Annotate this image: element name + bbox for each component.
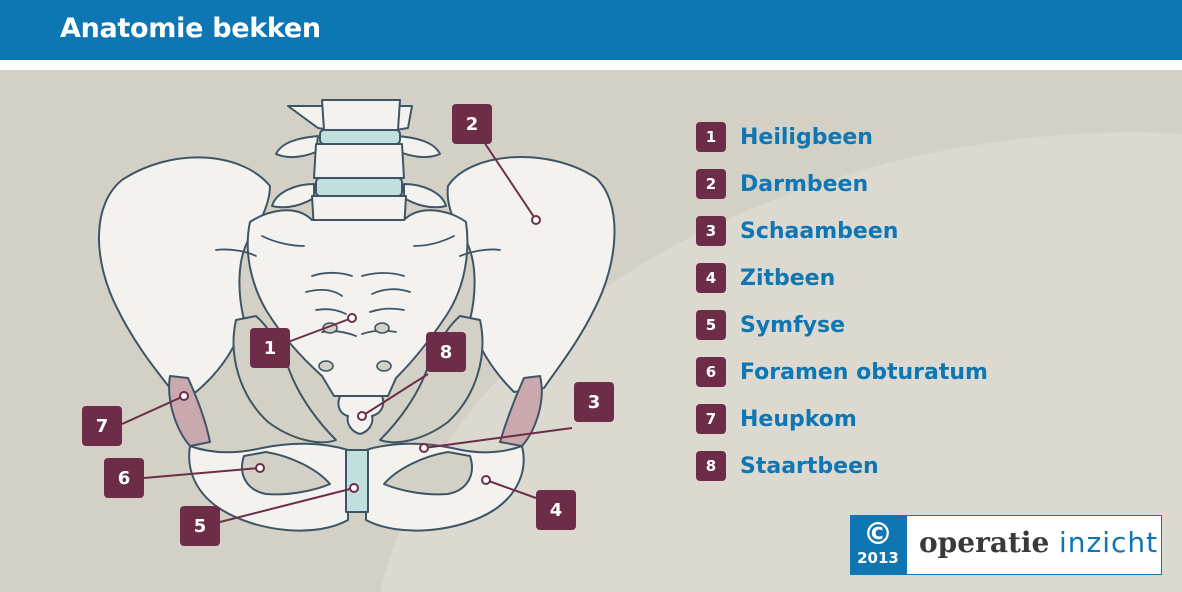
copyright-badge: © 2013 (850, 515, 906, 575)
header-divider (0, 60, 1182, 70)
legend-label: Symfyse (740, 312, 846, 338)
left-obturator-foramen (241, 451, 331, 496)
marker-4: 4 (536, 490, 576, 530)
copyright-icon: © (863, 517, 893, 552)
marker-5: 5 (180, 506, 220, 546)
background-swoosh (380, 132, 1182, 592)
marker-1: 1 (250, 328, 290, 368)
marker-2: 2 (452, 104, 492, 144)
copyright-year: 2013 (857, 549, 899, 567)
legend-label: Heupkom (740, 406, 857, 432)
leader-5 (219, 487, 355, 523)
legend-item: 4 Zitbeen (696, 263, 835, 293)
brand-light: inzicht (1059, 526, 1159, 559)
legend-item: 8 Staartbeen (696, 451, 879, 481)
pin-3 (419, 443, 429, 453)
legend-number: 4 (696, 263, 726, 293)
leader-8 (361, 373, 429, 417)
legend-label: Darmbeen (740, 171, 869, 197)
legend-item: 7 Heupkom (696, 404, 857, 434)
legend-item: 3 Schaambeen (696, 216, 898, 246)
legend-number: 8 (696, 451, 726, 481)
legend-item: 5 Symfyse (696, 310, 845, 340)
leader-6 (143, 467, 261, 479)
header-bar: Anatomie bekken (0, 0, 1182, 60)
legend-number: 6 (696, 357, 726, 387)
pin-1 (347, 313, 357, 323)
leader-2 (483, 141, 537, 221)
marker-7: 7 (82, 406, 122, 446)
pin-6 (255, 463, 265, 473)
right-obturator-foramen (383, 451, 473, 496)
pin-7 (179, 391, 189, 401)
legend-label: Schaambeen (740, 218, 899, 244)
right-acetabulum (499, 375, 543, 447)
pin-2 (531, 215, 541, 225)
pin-4 (481, 475, 491, 485)
leader-1 (287, 317, 353, 343)
operatieinzicht-logo: © 2013 operatie inzicht (850, 515, 1162, 575)
legend-number: 5 (696, 310, 726, 340)
legend-item: 2 Darmbeen (696, 169, 868, 199)
legend-label: Foramen obturatum (740, 359, 988, 385)
brand-bold: operatie (919, 526, 1050, 559)
marker-6: 6 (104, 458, 144, 498)
left-acetabulum (168, 375, 211, 447)
pin-5 (349, 483, 359, 493)
brand-wordmark: operatie inzicht (906, 515, 1162, 575)
legend-label: Zitbeen (740, 265, 836, 291)
sacrum (246, 209, 469, 397)
legend-label: Staartbeen (740, 453, 879, 479)
legend-item: 6 Foramen obturatum (696, 357, 988, 387)
legend-number: 2 (696, 169, 726, 199)
diagram-canvas: 1 2 3 4 5 6 7 8 1 Heiligbeen 2 Darmbeen … (0, 70, 1182, 592)
pin-8 (357, 411, 367, 421)
marker-8: 8 (426, 332, 466, 372)
pubic-symphysis (345, 449, 369, 513)
legend-number: 3 (696, 216, 726, 246)
leader-4 (485, 479, 537, 499)
left-iliac-wing (98, 156, 271, 393)
legend-number: 1 (696, 122, 726, 152)
leader-3 (423, 427, 573, 449)
legend-item: 1 Heiligbeen (696, 122, 873, 152)
legend-number: 7 (696, 404, 726, 434)
pelvis-illustration (98, 99, 616, 532)
legend-label: Heiligbeen (740, 124, 873, 150)
marker-3: 3 (574, 382, 614, 422)
leader-7 (121, 395, 185, 425)
page-title: Anatomie bekken (60, 13, 321, 44)
